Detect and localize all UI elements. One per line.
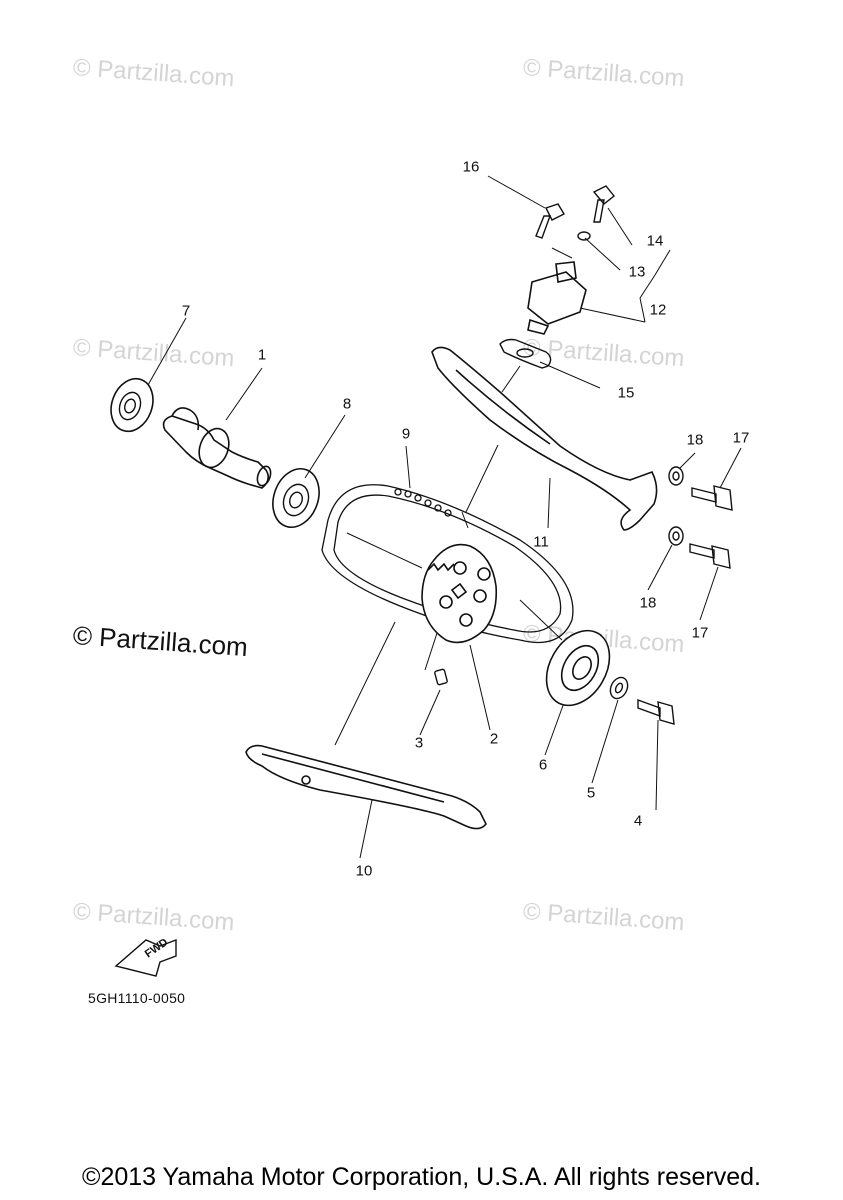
callout-9: 9 (401, 425, 411, 443)
cam-chain-part-9 (321, 484, 574, 644)
bearing-part-8 (272, 468, 320, 528)
fwd-arrow-icon (114, 938, 177, 977)
sprocket-part-2 (421, 543, 498, 644)
diagram-code: 5GH1110-0050 (88, 990, 186, 1006)
callout-5: 5 (586, 784, 596, 802)
copyright-notice: ©2013 Yamaha Motor Corporation, U.S.A. A… (82, 1163, 761, 1191)
plate-part-6 (545, 629, 611, 707)
callout-18-bottom: 18 (639, 594, 657, 612)
callout-10: 10 (355, 862, 373, 880)
bolt-part-14 (592, 185, 615, 223)
callout-18-top: 18 (686, 431, 704, 449)
callout-17-bottom: 17 (691, 624, 709, 642)
bearing-part-7 (110, 377, 154, 433)
washer-part-13 (577, 231, 591, 241)
washer-part-18b (668, 526, 684, 546)
tensioner-assembly-part-12 (527, 261, 587, 335)
tensioner-guide-part-11 (431, 346, 658, 531)
callout-8: 8 (342, 395, 352, 413)
callout-12: 12 (649, 301, 667, 319)
callout-16: 16 (462, 158, 480, 176)
bolt-part-4 (637, 699, 675, 725)
callout-6: 6 (538, 756, 548, 774)
callout-1: 1 (257, 346, 267, 364)
callout-14: 14 (646, 232, 664, 250)
bolt-part-17b (689, 543, 731, 569)
washer-part-18a (668, 466, 684, 486)
bolt-part-17a (691, 485, 733, 511)
camshaft-part-1 (162, 407, 272, 489)
pin-part-3 (434, 668, 448, 686)
callout-7: 7 (181, 302, 191, 320)
callout-11: 11 (533, 533, 549, 551)
callout-17-top: 17 (732, 429, 750, 447)
bolt-part-16 (535, 203, 565, 239)
callout-4: 4 (633, 812, 643, 830)
callout-2: 2 (489, 730, 499, 748)
chain-link-detail (394, 488, 452, 517)
chain-guide-part-10 (245, 744, 487, 830)
washer-part-5 (609, 676, 629, 700)
callout-15: 15 (617, 384, 635, 402)
callout-3: 3 (414, 734, 424, 752)
leader-lines (147, 175, 742, 859)
callout-13: 13 (628, 263, 646, 281)
gasket-part-15 (499, 338, 552, 369)
